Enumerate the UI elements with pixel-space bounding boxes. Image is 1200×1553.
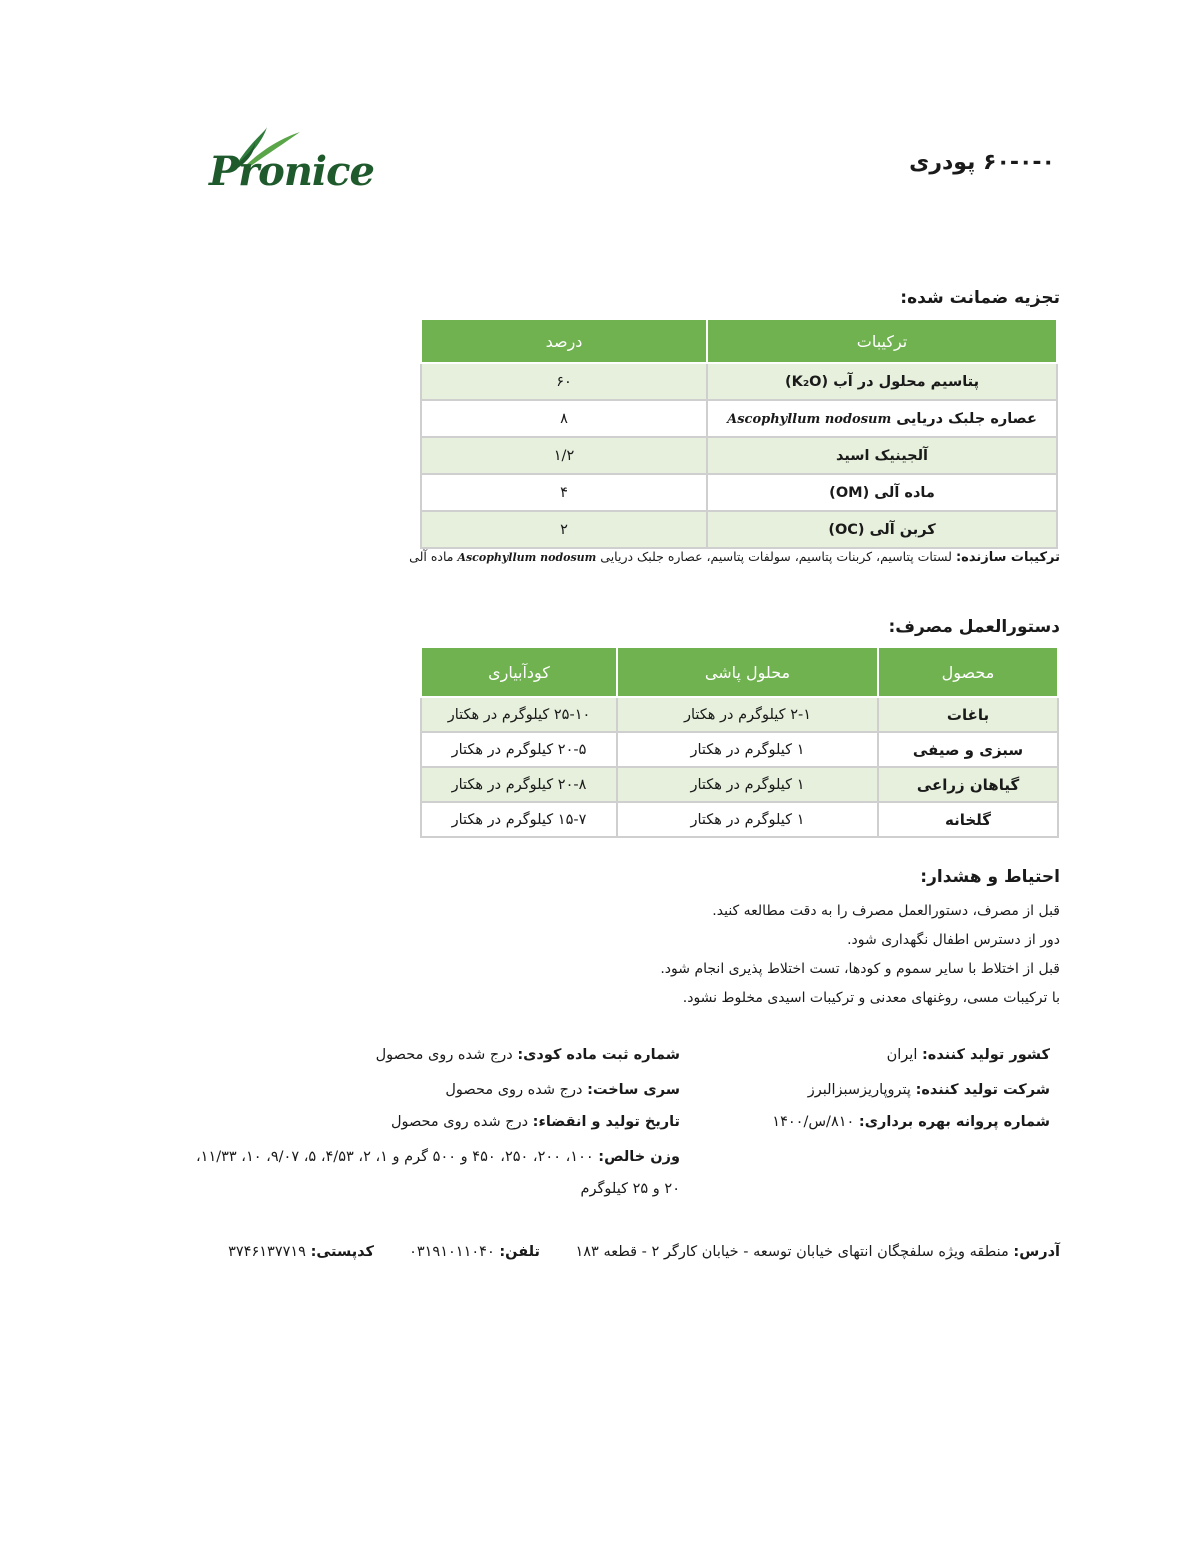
- usage-table: محصول محلول پاشی کودآبیاری باغات ۲-۱ کیل…: [420, 646, 1059, 838]
- phone-label: تلفن:: [499, 1244, 540, 1260]
- column-header-product: محصول: [877, 646, 1059, 698]
- table-row: عصاره جلبک دریایی Ascophyllum nodosum ۸: [420, 399, 1058, 438]
- company-value: پتروپاریزسبزالبرز: [807, 1082, 911, 1098]
- fertigation-dose: ۲۰-۸ کیلوگرم در هکتار: [420, 766, 618, 803]
- batch-label: سری ساخت:: [587, 1082, 680, 1098]
- product-name: باغات: [877, 696, 1059, 733]
- brand-wordmark: Pronice: [209, 148, 375, 195]
- product-title: ۶۰-۰-۰ پودری: [909, 150, 1055, 175]
- warning-line: با ترکیبات مسی، روغنهای معدنی و ترکیبات …: [682, 990, 1060, 1006]
- table-row: کربن آلی (OC) ۲: [420, 510, 1058, 549]
- date-label: تاریخ تولید و انقضاء:: [532, 1114, 680, 1130]
- product-name: سبزی و صیفی: [877, 731, 1059, 768]
- weight-field: وزن خالص: ۱۰۰، ۲۰۰، ۲۵۰، ۴۵۰ و ۵۰۰ گرم و…: [196, 1149, 680, 1165]
- ingredient-name: آلجینیک اسید: [706, 436, 1058, 475]
- ingredient-percent: ۲: [420, 510, 708, 549]
- registration-label: شماره ثبت ماده کودی:: [517, 1047, 680, 1063]
- column-header-percent: درصد: [420, 318, 708, 364]
- postal-label: کدپستی:: [310, 1244, 374, 1260]
- column-header-fertigation: کودآبیاری: [420, 646, 618, 698]
- ingredients-label: ترکیبات سازنده:: [955, 550, 1060, 565]
- column-header-ingredients: ترکیبات: [706, 318, 1058, 364]
- column-header-spray: محلول پاشی: [616, 646, 879, 698]
- warning-line: قبل از اختلاط با سایر سموم و کودها، تست …: [660, 961, 1060, 977]
- address-value: منطقه ویژه سلفچگان انتهای خیابان توسعه -…: [575, 1244, 1009, 1260]
- address-field: آدرس: منطقه ویژه سلفچگان انتهای خیابان ت…: [575, 1244, 1060, 1260]
- country-label: کشور تولید کننده:: [921, 1047, 1050, 1063]
- ingredient-percent: ۸: [420, 399, 708, 438]
- spray-dose: ۱ کیلوگرم در هکتار: [616, 766, 879, 803]
- fertigation-dose: ۲۵-۱۰ کیلوگرم در هکتار: [420, 696, 618, 733]
- table-row: سبزی و صیفی ۱ کیلوگرم در هکتار ۲۰-۵ کیلو…: [420, 731, 1059, 768]
- license-field: شماره پروانه بهره برداری: ۸۱۰/س/۱۴۰۰: [772, 1114, 1050, 1130]
- registration-value: درج شده روی محصول: [375, 1047, 513, 1063]
- brand-logo: Pronice: [205, 122, 375, 202]
- ingredients-tail: ماده آلی: [409, 549, 454, 564]
- spray-dose: ۱ کیلوگرم در هکتار: [616, 801, 879, 838]
- phone-value: ۰۳۱۹۱۰۱۱۰۴۰: [409, 1244, 495, 1260]
- license-label: شماره پروانه بهره برداری:: [858, 1114, 1050, 1130]
- address-label: آدرس:: [1013, 1244, 1060, 1260]
- license-value: ۸۱۰/س/۱۴۰۰: [772, 1114, 855, 1130]
- spray-dose: ۱ کیلوگرم در هکتار: [616, 731, 879, 768]
- batch-value: درج شده روی محصول: [445, 1082, 583, 1098]
- table-row: باغات ۲-۱ کیلوگرم در هکتار ۲۵-۱۰ کیلوگرم…: [420, 696, 1059, 733]
- ingredient-percent: ۱/۲: [420, 436, 708, 475]
- weight-label: وزن خالص:: [598, 1149, 680, 1165]
- analysis-table: ترکیبات درصد پتاسیم محلول در آب (K₂O) ۶۰…: [420, 318, 1058, 549]
- ingredient-percent: ۴: [420, 473, 708, 512]
- batch-field: سری ساخت: درج شده روی محصول: [445, 1082, 680, 1098]
- phone-field: تلفن: ۰۳۱۹۱۰۱۱۰۴۰: [409, 1244, 540, 1260]
- weight-value: ۱۰۰، ۲۰۰، ۲۵۰، ۴۵۰ و ۵۰۰ گرم و ۱، ۲، ۴/۵…: [195, 1149, 594, 1165]
- ingredient-name: عصاره جلبک دریایی Ascophyllum nodosum: [706, 399, 1058, 438]
- table-row: گیاهان زراعی ۱ کیلوگرم در هکتار ۲۰-۸ کیل…: [420, 766, 1059, 803]
- ingredient-name: کربن آلی (OC): [706, 510, 1058, 549]
- country-field: کشور تولید کننده: ایران: [887, 1047, 1050, 1063]
- table-row: گلخانه ۱ کیلوگرم در هکتار ۱۵-۷ کیلوگرم د…: [420, 801, 1059, 838]
- date-field: تاریخ تولید و انقضاء: درج شده روی محصول: [391, 1114, 680, 1130]
- ingredients-latin: Ascophyllum nodosum: [457, 551, 597, 564]
- product-name: گیاهان زراعی: [877, 766, 1059, 803]
- ingredients-line: ترکیبات سازنده: لستات پتاسیم، کربنات پتا…: [409, 549, 1060, 565]
- product-name: گلخانه: [877, 801, 1059, 838]
- country-value: ایران: [886, 1047, 918, 1063]
- warning-line: دور از دسترس اطفال نگهداری شود.: [847, 932, 1060, 948]
- company-field: شرکت تولید کننده: پتروپاریزسبزالبرز: [808, 1082, 1050, 1098]
- warning-line: قبل از مصرف، دستورالعمل مصرف را به دقت م…: [712, 903, 1060, 919]
- table-row: ماده آلی (OM) ۴: [420, 473, 1058, 512]
- ingredient-percent: ۶۰: [420, 362, 708, 401]
- latin-name: Ascophyllum nodosum: [727, 411, 892, 427]
- postal-field: کدپستی: ۳۷۴۶۱۳۷۷۱۹: [228, 1244, 374, 1260]
- fertigation-dose: ۲۰-۵ کیلوگرم در هکتار: [420, 731, 618, 768]
- warnings-heading: احتیاط و هشدار:: [920, 867, 1060, 887]
- weight-value-continued: ۲۰ و ۲۵ کیلوگرم: [580, 1181, 680, 1197]
- registration-field: شماره ثبت ماده کودی: درج شده روی محصول: [376, 1047, 680, 1063]
- fertigation-dose: ۱۵-۷ کیلوگرم در هکتار: [420, 801, 618, 838]
- ingredients-text: لستات پتاسیم، کربنات پتاسیم، سولفات پتاس…: [600, 549, 952, 564]
- analysis-heading: تجزیه ضمانت شده:: [900, 288, 1060, 308]
- table-row: پتاسیم محلول در آب (K₂O) ۶۰: [420, 362, 1058, 401]
- table-row: آلجینیک اسید ۱/۲: [420, 436, 1058, 475]
- date-value: درج شده روی محصول: [390, 1114, 529, 1130]
- ingredient-name: ماده آلی (OM): [706, 473, 1058, 512]
- postal-value: ۳۷۴۶۱۳۷۷۱۹: [228, 1244, 306, 1260]
- company-label: شرکت تولید کننده:: [915, 1082, 1050, 1098]
- spray-dose: ۲-۱ کیلوگرم در هکتار: [616, 696, 879, 733]
- leaf-logo-icon: [230, 127, 300, 171]
- ingredient-name: پتاسیم محلول در آب (K₂O): [706, 362, 1058, 401]
- usage-heading: دستورالعمل مصرف:: [888, 617, 1060, 637]
